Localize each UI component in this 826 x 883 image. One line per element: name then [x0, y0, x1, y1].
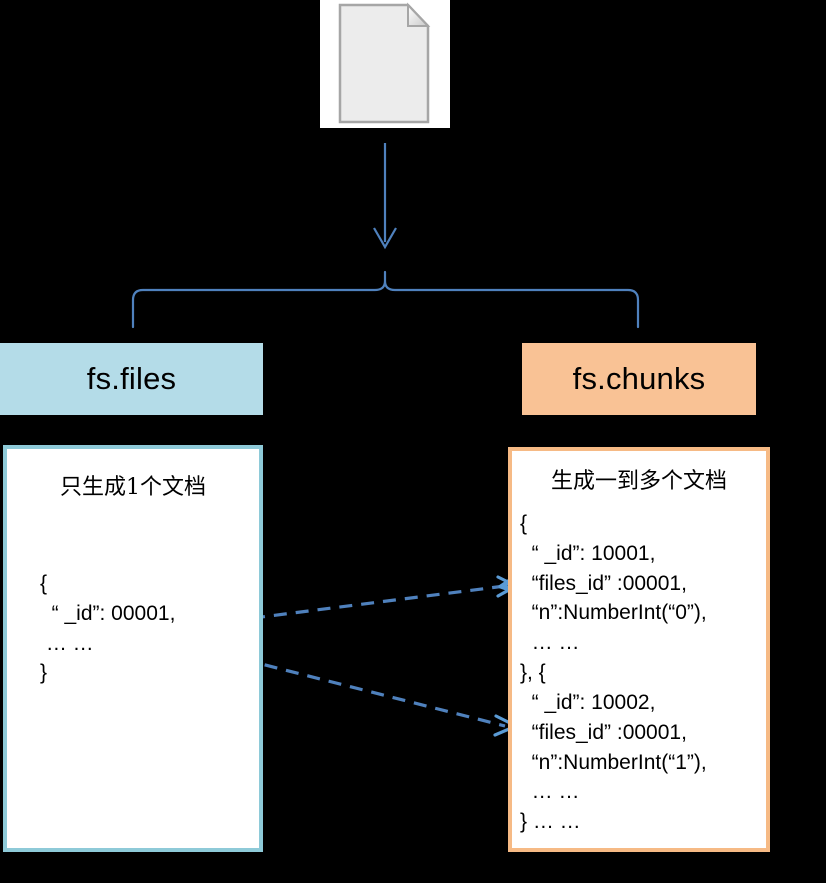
fs-chunks-header-label: fs.chunks — [572, 361, 706, 396]
fs-chunks-body-title: 生成一到多个文档 — [550, 469, 727, 494]
fs-files-header-label: fs.files — [86, 361, 177, 396]
fs-chunks-body: 生成一到多个文档 { “ _id”: 10001, “files_id” :00… — [508, 447, 770, 852]
fs-files-body: 只生成1个文档 { “ _id”: 00001, … … } — [3, 445, 263, 852]
fs-chunks-code-block: { “ _id”: 10001, “files_id” :00001, “n”:… — [520, 512, 707, 834]
fs-files-body-title: 只生成1个文档 — [60, 475, 206, 500]
vertical-arrow-down-icon — [373, 143, 397, 250]
fs-chunks-header: fs.chunks — [522, 343, 756, 415]
document-icon — [338, 2, 431, 124]
fs-files-header: fs.files — [0, 343, 263, 415]
fs-files-code-block: { “ _id”: 00001, … … } — [40, 572, 176, 685]
curly-brace-split-icon — [131, 270, 640, 329]
